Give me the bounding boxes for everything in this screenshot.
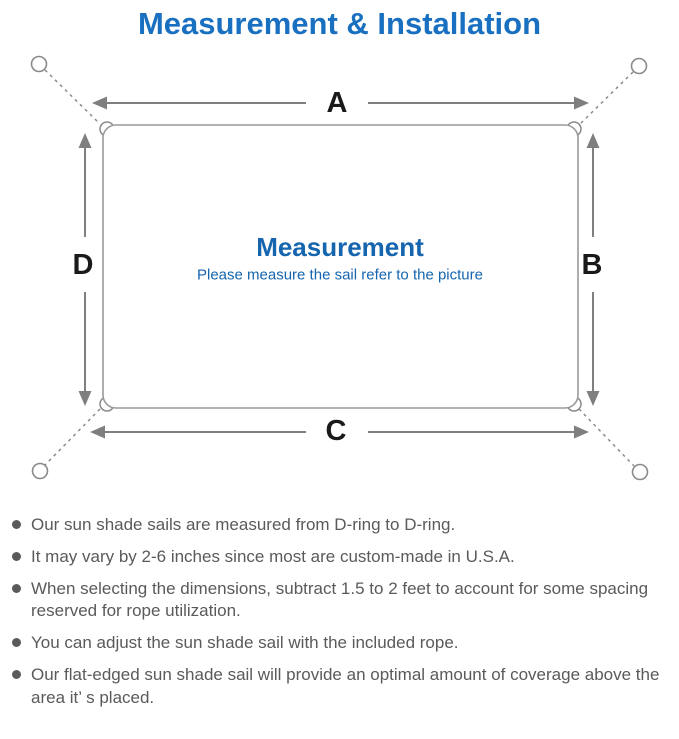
measurement-arrow-b	[586, 133, 600, 406]
arrowhead-right-icon	[574, 425, 589, 439]
bullet-icon	[12, 552, 21, 562]
list-item: When selecting the dimensions, subtract …	[12, 578, 669, 622]
rope-dashed-line-bottom-left	[44, 408, 101, 466]
instruction-list: Our sun shade sails are measured from D-…	[0, 514, 679, 709]
list-item: Our sun shade sails are measured from D-…	[12, 514, 669, 536]
anchor-point-bottom-left	[31, 462, 49, 480]
arrowhead-left-icon	[90, 425, 105, 439]
bullet-icon	[12, 520, 21, 529]
measurement-diagram: A C D B Measurement Please measure the s…	[30, 55, 649, 481]
instruction-text: When selecting the dimensions, subtract …	[31, 579, 649, 621]
arrowhead-down-icon	[586, 391, 600, 406]
arrowhead-left-icon	[92, 96, 107, 110]
rope-dashed-line-top-right	[578, 71, 634, 126]
measurement-arrow-d	[78, 133, 92, 406]
dimension-label-b: B	[582, 249, 603, 281]
bullet-icon	[12, 638, 21, 648]
rope-dashed-line-top-left	[44, 69, 101, 125]
shade-sail-outline	[102, 124, 579, 409]
dimension-label-c: C	[326, 415, 347, 447]
arrowhead-up-icon	[78, 133, 92, 148]
bullet-icon	[12, 670, 21, 680]
list-item: Our flat-edged sun shade sail will provi…	[12, 664, 669, 708]
instruction-text: It may vary by 2-6 inches since most are…	[31, 547, 515, 567]
bullet-icon	[12, 584, 21, 594]
diagram-center-title: Measurement	[256, 232, 424, 262]
diagram-center-subtitle: Please measure the sail refer to the pic…	[197, 267, 483, 284]
instruction-text: You can adjust the sun shade sail with t…	[31, 633, 459, 653]
measurement-arrow-c	[90, 425, 589, 439]
dimension-label-d: D	[73, 249, 94, 281]
anchor-point-top-left	[30, 55, 48, 73]
list-item: You can adjust the sun shade sail with t…	[12, 632, 669, 654]
anchor-point-top-right	[630, 57, 648, 75]
rope-dashed-line-bottom-right	[578, 408, 635, 467]
dimension-label-a: A	[327, 87, 348, 119]
arrowhead-right-icon	[574, 96, 589, 110]
list-item: It may vary by 2-6 inches since most are…	[12, 546, 669, 568]
anchor-point-bottom-right	[631, 463, 649, 481]
arrowhead-down-icon	[78, 391, 92, 406]
page-title: Measurement & Installation	[137, 6, 542, 41]
instruction-text: Our sun shade sails are measured from D-…	[31, 515, 456, 534]
measurement-arrow-a	[92, 96, 589, 110]
arrowhead-up-icon	[586, 133, 600, 148]
instruction-text: Our flat-edged sun shade sail will provi…	[31, 665, 660, 707]
